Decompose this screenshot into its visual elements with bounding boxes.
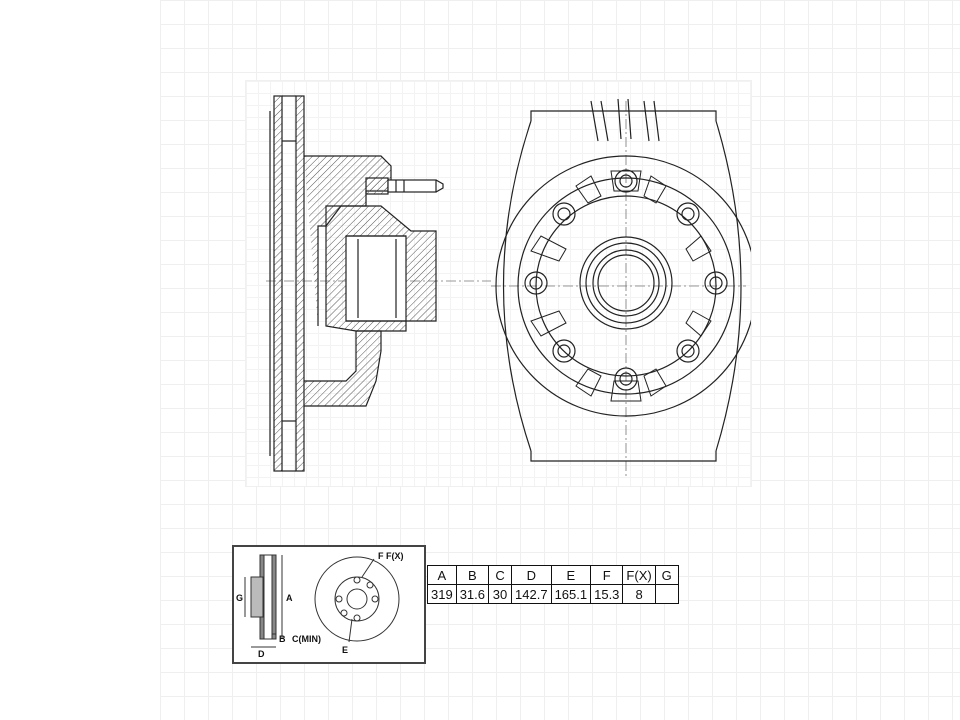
value-b: 31.6 xyxy=(455,584,490,604)
dimension-value-row: 319 31.6 30 142.7 165.1 15.3 8 xyxy=(427,584,679,604)
header-fx: F(X) xyxy=(622,565,656,585)
label-b: B xyxy=(279,634,286,644)
side-section-view xyxy=(266,95,491,472)
label-e: E xyxy=(342,645,348,655)
label-c-min: C(MIN) xyxy=(292,634,321,644)
label-d: D xyxy=(258,649,265,659)
header-b: B xyxy=(455,565,490,585)
value-c: 30 xyxy=(488,584,513,604)
value-f: 15.3 xyxy=(590,584,624,604)
dimension-key-panel: F F(X) A G B C(MIN) D E xyxy=(232,545,426,664)
header-c: C xyxy=(488,565,513,585)
header-e: E xyxy=(550,565,592,585)
label-a: A xyxy=(286,593,293,603)
brake-disc-drawing xyxy=(266,95,751,476)
hat-pockets xyxy=(530,170,712,402)
header-f: F xyxy=(590,565,624,585)
header-d: D xyxy=(511,565,552,585)
bolt-holes xyxy=(524,169,728,391)
value-fx: 8 xyxy=(622,584,656,604)
dimension-header-row: A B C D E F F(X) G xyxy=(427,565,679,585)
label-f-fx: F F(X) xyxy=(378,551,404,561)
value-d: 142.7 xyxy=(511,584,552,604)
value-a: 319 xyxy=(427,584,457,604)
header-a: A xyxy=(427,565,457,585)
dimension-table: A B C D E F F(X) G 319 31.6 30 142.7 165… xyxy=(427,565,679,604)
header-g: G xyxy=(654,565,679,585)
value-g xyxy=(654,584,679,604)
main-drawing-panel xyxy=(245,80,752,487)
front-view xyxy=(491,98,751,476)
value-e: 165.1 xyxy=(550,584,592,604)
label-g: G xyxy=(236,593,243,603)
vent-slots xyxy=(590,98,660,142)
dimension-key-diagram: F F(X) A G B C(MIN) D E xyxy=(236,551,404,659)
